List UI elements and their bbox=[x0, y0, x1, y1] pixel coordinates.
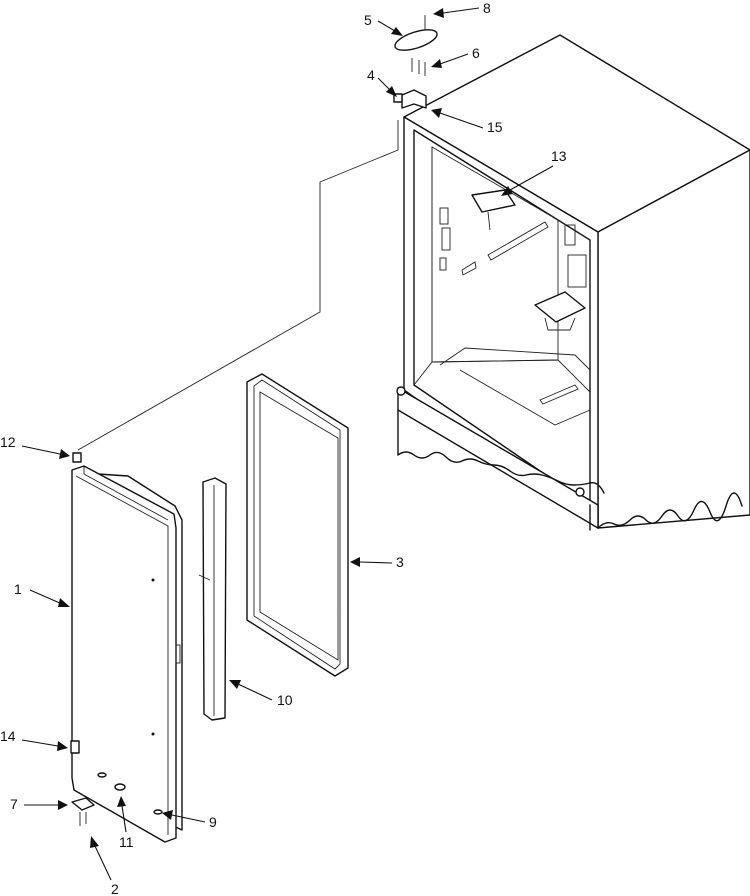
callout-15: 15 bbox=[431, 108, 503, 135]
door-gasket bbox=[246, 373, 349, 677]
callout-label-5: 5 bbox=[364, 12, 372, 28]
callout-label-9: 9 bbox=[209, 814, 217, 830]
callout-9: 9 bbox=[162, 810, 217, 830]
callout-12: 12 bbox=[0, 434, 70, 459]
callout-1: 1 bbox=[14, 581, 70, 607]
callout-label-6: 6 bbox=[472, 45, 480, 61]
top-hinge-assembly bbox=[393, 15, 438, 109]
callout-label-13: 13 bbox=[551, 148, 567, 164]
callout-label-4: 4 bbox=[367, 67, 375, 83]
callout-label-8: 8 bbox=[483, 0, 491, 16]
callout-label-2: 2 bbox=[111, 881, 119, 896]
callout-label-12: 12 bbox=[0, 434, 16, 450]
callout-11: 11 bbox=[117, 796, 134, 850]
door-shelf-strip bbox=[198, 477, 227, 721]
callout-13: 13 bbox=[501, 148, 567, 196]
callout-3: 3 bbox=[350, 554, 404, 570]
callout-label-14: 14 bbox=[0, 728, 16, 744]
refrigerator-cabinet bbox=[77, 34, 750, 531]
callout-4: 4 bbox=[367, 67, 397, 97]
callout-5: 5 bbox=[364, 12, 403, 36]
door-panel bbox=[70, 452, 183, 843]
callout-10: 10 bbox=[229, 680, 293, 708]
callout-6: 6 bbox=[431, 45, 480, 68]
callout-label-3: 3 bbox=[396, 554, 404, 570]
callout-2: 2 bbox=[90, 836, 119, 896]
callout-7: 7 bbox=[10, 796, 68, 812]
callout-label-1: 1 bbox=[14, 581, 22, 597]
callout-label-15: 15 bbox=[487, 119, 503, 135]
callout-label-10: 10 bbox=[277, 692, 293, 708]
callout-14: 14 bbox=[0, 728, 68, 751]
callout-8: 8 bbox=[433, 0, 491, 18]
callout-label-11: 11 bbox=[119, 834, 134, 850]
callout-label-7: 7 bbox=[10, 796, 18, 812]
